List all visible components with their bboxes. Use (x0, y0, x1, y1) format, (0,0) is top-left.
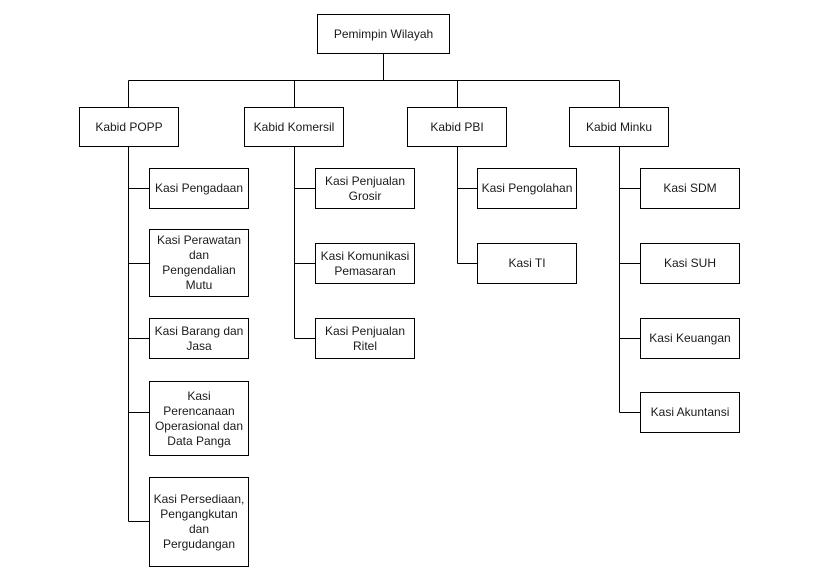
division-label: Kabid PBI (430, 119, 484, 134)
section-label: Kasi Perawatan dan Pengendalian Mutu (156, 233, 242, 292)
division-label: Kabid Minku (585, 119, 653, 134)
section-box: Kasi Penjualan Ritel (315, 318, 415, 359)
section-box: Kasi Perawatan dan Pengendalian Mutu (149, 229, 249, 297)
section-box: Kasi Akuntansi (640, 392, 740, 433)
section-box: Kasi SDM (640, 168, 740, 209)
division-label: Kabid Komersil (253, 119, 335, 134)
section-label: Kasi Keuangan (649, 331, 731, 345)
section-label: Kasi Persediaan, Pengangkutan dan Pergud… (153, 492, 245, 551)
root-label: Pemimpin Wilayah (333, 26, 434, 41)
section-label: Kasi SDM (663, 181, 717, 195)
section-box: Kasi SUH (640, 243, 740, 284)
section-label: Kasi Barang dan Jasa (154, 323, 244, 353)
section-box: Kasi Pengolahan (477, 168, 577, 209)
section-box: Kasi Persediaan, Pengangkutan dan Pergud… (149, 477, 249, 567)
section-label: Kasi Pengadaan (154, 181, 244, 195)
section-label: Kasi Penjualan Grosir (324, 173, 406, 203)
section-box: Kasi Pengadaan (149, 168, 249, 209)
section-label: Kasi Perencanaan Operasional dan Data Pa… (154, 388, 244, 448)
section-box: Kasi Perencanaan Operasional dan Data Pa… (149, 381, 249, 456)
root-box: Pemimpin Wilayah (317, 14, 450, 54)
division-label: Kabid POPP (95, 119, 163, 134)
section-box: Kasi Komunikasi Pemasaran (315, 243, 415, 284)
section-label: Kasi TI (508, 256, 546, 270)
division-box-popp: Kabid POPP (79, 107, 179, 147)
section-box: Kasi Penjualan Grosir (315, 168, 415, 209)
division-box-pbi: Kabid PBI (407, 107, 507, 147)
section-box: Kasi Keuangan (640, 318, 740, 359)
section-label: Kasi Pengolahan (481, 181, 573, 195)
section-label: Kasi Akuntansi (650, 405, 730, 419)
division-box-komersil: Kabid Komersil (244, 107, 344, 147)
section-box: Kasi TI (477, 243, 577, 284)
section-box: Kasi Barang dan Jasa (149, 318, 249, 359)
section-label: Kasi SUH (663, 256, 716, 270)
section-label: Kasi Komunikasi Pemasaran (320, 248, 410, 278)
section-label: Kasi Penjualan Ritel (324, 323, 406, 353)
division-box-minku: Kabid Minku (569, 107, 669, 147)
